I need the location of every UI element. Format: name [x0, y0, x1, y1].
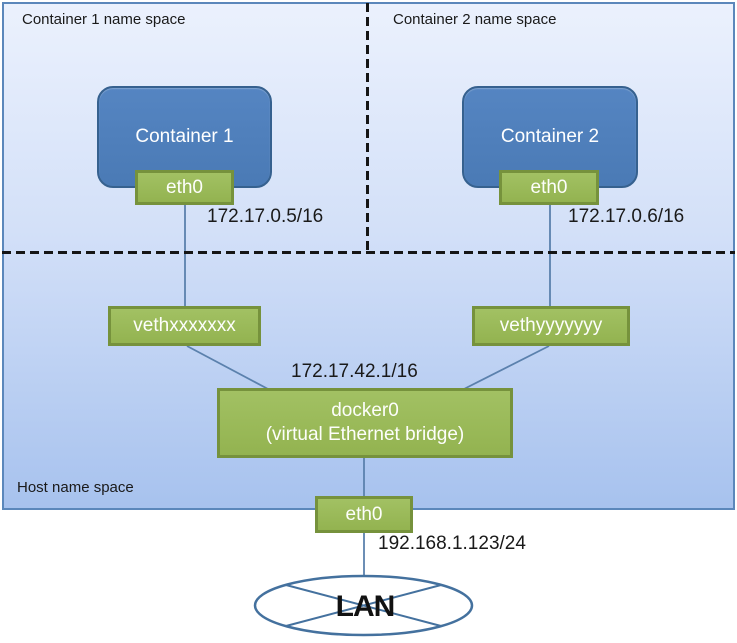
namespace-label-container1: Container 1 name space [22, 11, 186, 28]
connector-veth1-docker0 [186, 345, 269, 390]
container2-eth0-node: eth0 [499, 170, 599, 205]
veth2-label: vethyyyyyyy [499, 315, 603, 336]
lan-label: LAN [335, 590, 396, 623]
docker0-bridge-node: docker0 (virtual Ethernet bridge) [217, 388, 513, 458]
lan-cross-line-2 [285, 584, 442, 627]
veth2-node: vethyyyyyyy [472, 306, 630, 346]
container1-ip-label: 172.17.0.5/16 [207, 206, 324, 227]
veth1-node: vethxxxxxxx [108, 306, 261, 346]
container1-eth0-label: eth0 [166, 176, 203, 198]
docker0-title: docker0 [331, 400, 399, 421]
host-eth0-label: eth0 [345, 503, 383, 525]
container2-eth0-label: eth0 [530, 176, 568, 198]
container2-ip-label: 172.17.0.6/16 [568, 206, 685, 227]
veth1-label: vethxxxxxxx [133, 315, 236, 336]
namespace-label-host: Host name space [17, 479, 134, 496]
container1-eth0-node: eth0 [135, 170, 234, 205]
host-ip-label: 192.168.1.123/24 [378, 533, 526, 554]
namespace-label-container2: Container 2 name space [393, 11, 557, 28]
container1-title: Container 1 [135, 126, 234, 147]
docker0-subtitle: (virtual Ethernet bridge) [265, 424, 465, 445]
host-eth0-node: eth0 [315, 496, 413, 533]
connector-veth2-docker0 [463, 345, 550, 390]
container2-title: Container 2 [500, 126, 600, 147]
docker0-ip-label: 172.17.42.1/16 [291, 361, 418, 382]
